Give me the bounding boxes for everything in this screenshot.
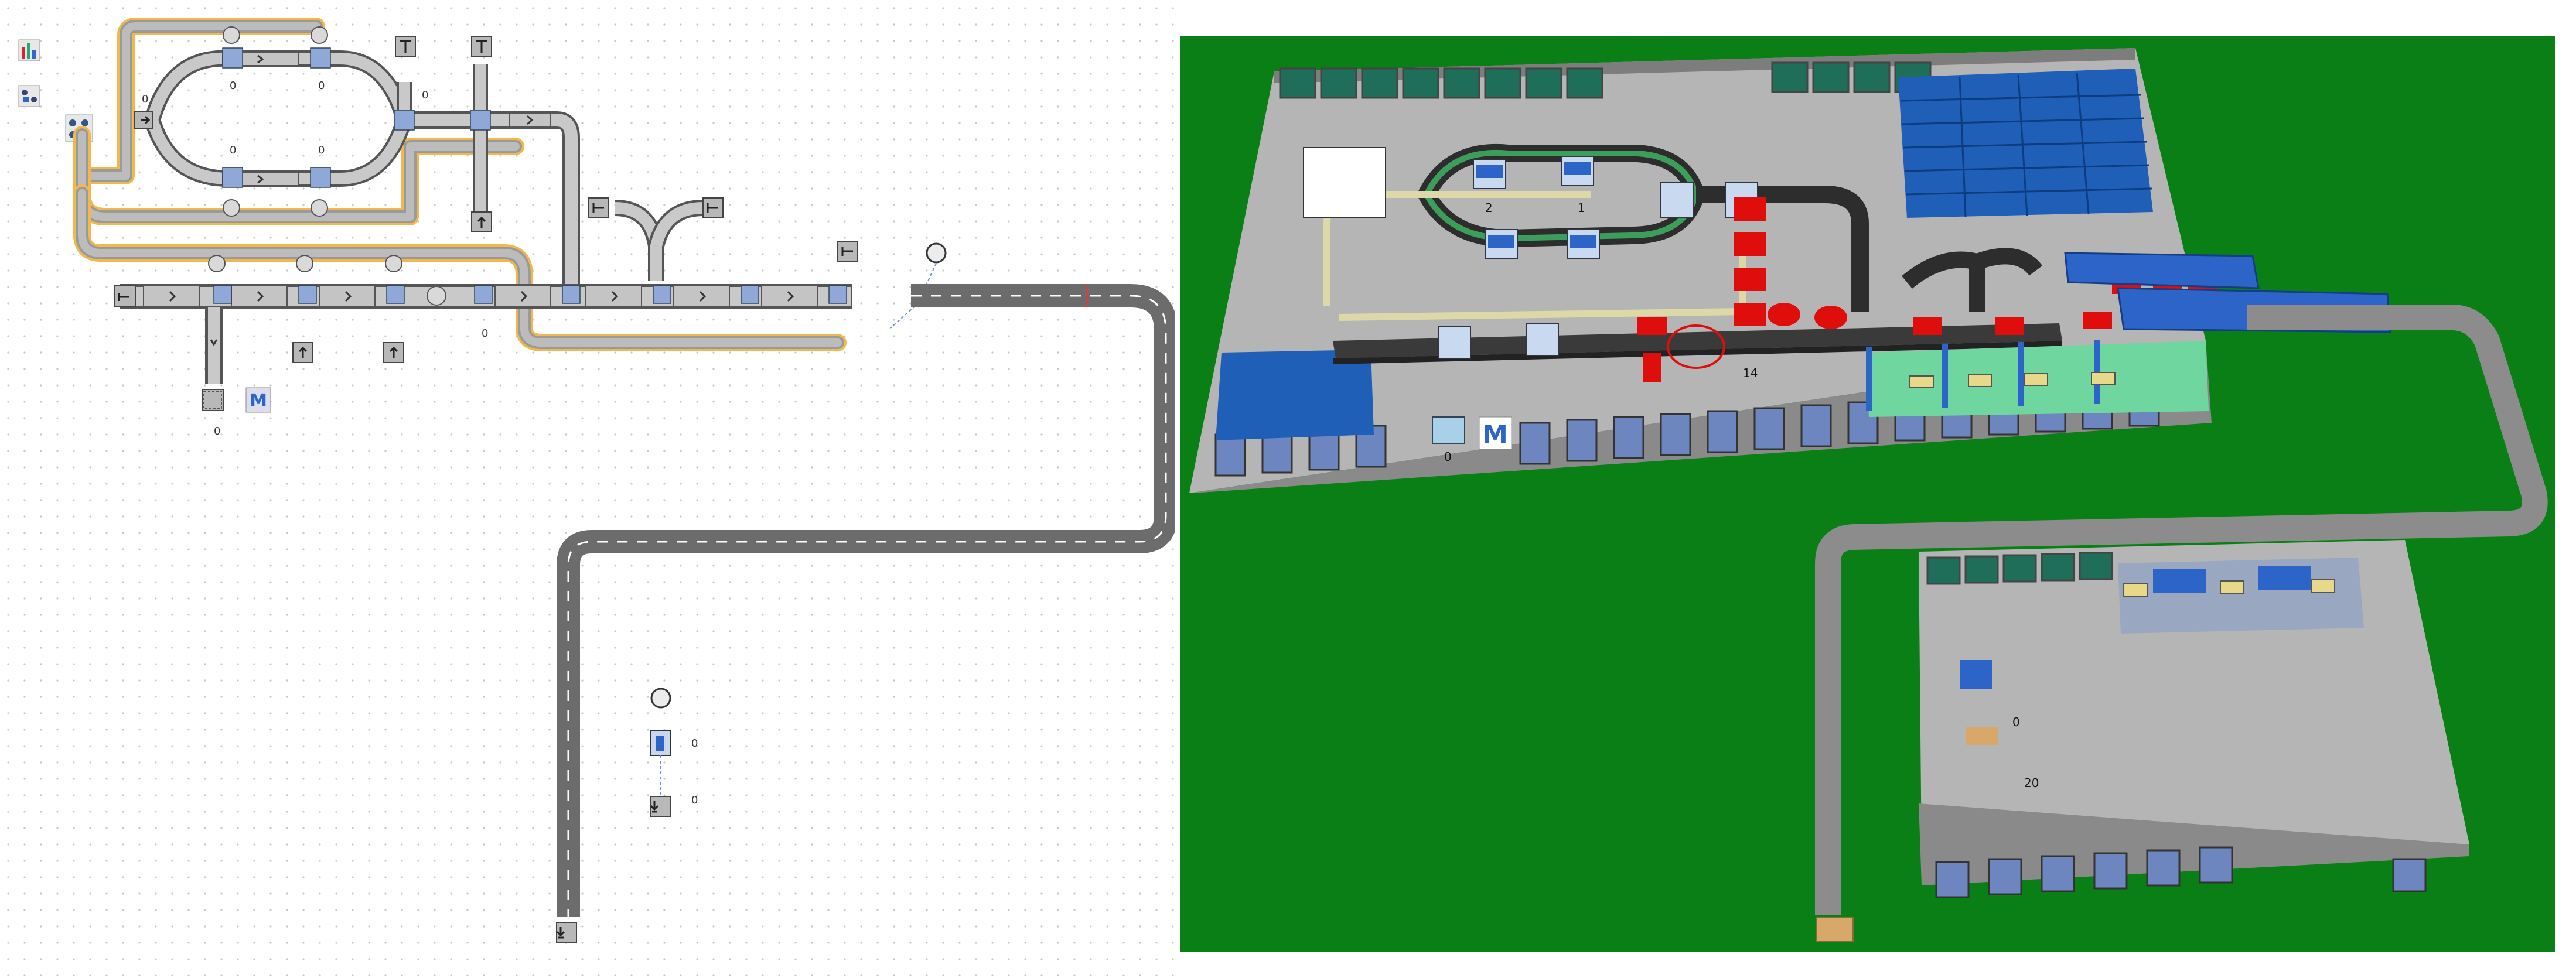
factory-3d-view[interactable]: M 2 1 14 0 0 20 <box>1180 36 2555 952</box>
routing-paths <box>73 18 847 351</box>
label-warehouse-a: 0 <box>2012 715 2020 729</box>
upper-branch <box>397 64 580 293</box>
node-markers[interactable] <box>213 47 847 304</box>
loop-conveyor <box>135 50 413 187</box>
counter-loop-left: 0 <box>142 93 148 105</box>
red-robots <box>1637 197 2217 382</box>
counter-loop-bottom-a: 0 <box>230 144 236 156</box>
production-line-3d <box>1333 323 2062 364</box>
logic-canvas[interactable]: M 0 0 0 0 0 0 0 0 0 0 <box>0 0 1178 976</box>
label-station-count: 14 <box>1743 366 1758 380</box>
office-area <box>1866 340 2209 417</box>
agent-block[interactable] <box>650 730 671 756</box>
counter-agent-a: 0 <box>691 737 698 750</box>
counter-main-line: 0 <box>482 327 488 340</box>
logo-letter: M <box>250 391 267 411</box>
counter-loop-top-a: 0 <box>230 80 236 92</box>
secondary-warehouse <box>1816 540 2469 942</box>
outdoor-road <box>1815 305 2548 915</box>
agv-road <box>557 284 1178 917</box>
counter-agent-b: 0 <box>691 794 698 806</box>
label-warehouse-b: 20 <box>2024 776 2039 790</box>
bar-chart-icon[interactable] <box>18 39 40 61</box>
label-cell-a: 2 <box>1485 201 1493 215</box>
inbox-area <box>1432 416 1465 444</box>
robot-reach-zone <box>1667 324 1725 369</box>
counter-loop-bottom-b: 0 <box>318 144 325 156</box>
label-cell-b: 1 <box>1578 201 1585 215</box>
conveyor-loop-3d <box>1417 143 2043 312</box>
logo-badge-3d: M <box>1479 416 1512 450</box>
robot-icons[interactable] <box>208 26 446 306</box>
sensor-icons[interactable] <box>650 242 947 709</box>
machine-stations <box>1303 147 1758 359</box>
storage-block[interactable] <box>203 391 222 409</box>
counter-branch: 0 <box>422 89 428 101</box>
label-inbox-count: 0 <box>1444 450 1452 464</box>
counter-loop-top-b: 0 <box>318 80 325 92</box>
logo-letter-3d: M <box>1482 420 1508 450</box>
y-branch <box>615 200 704 281</box>
conveyor-segments <box>143 52 818 307</box>
counter-storage: 0 <box>214 425 220 437</box>
agv-icon[interactable] <box>18 85 40 107</box>
source-sink-blocks[interactable] <box>114 36 858 943</box>
logo-badge: M <box>245 387 271 413</box>
rack-storage <box>1216 69 2153 440</box>
